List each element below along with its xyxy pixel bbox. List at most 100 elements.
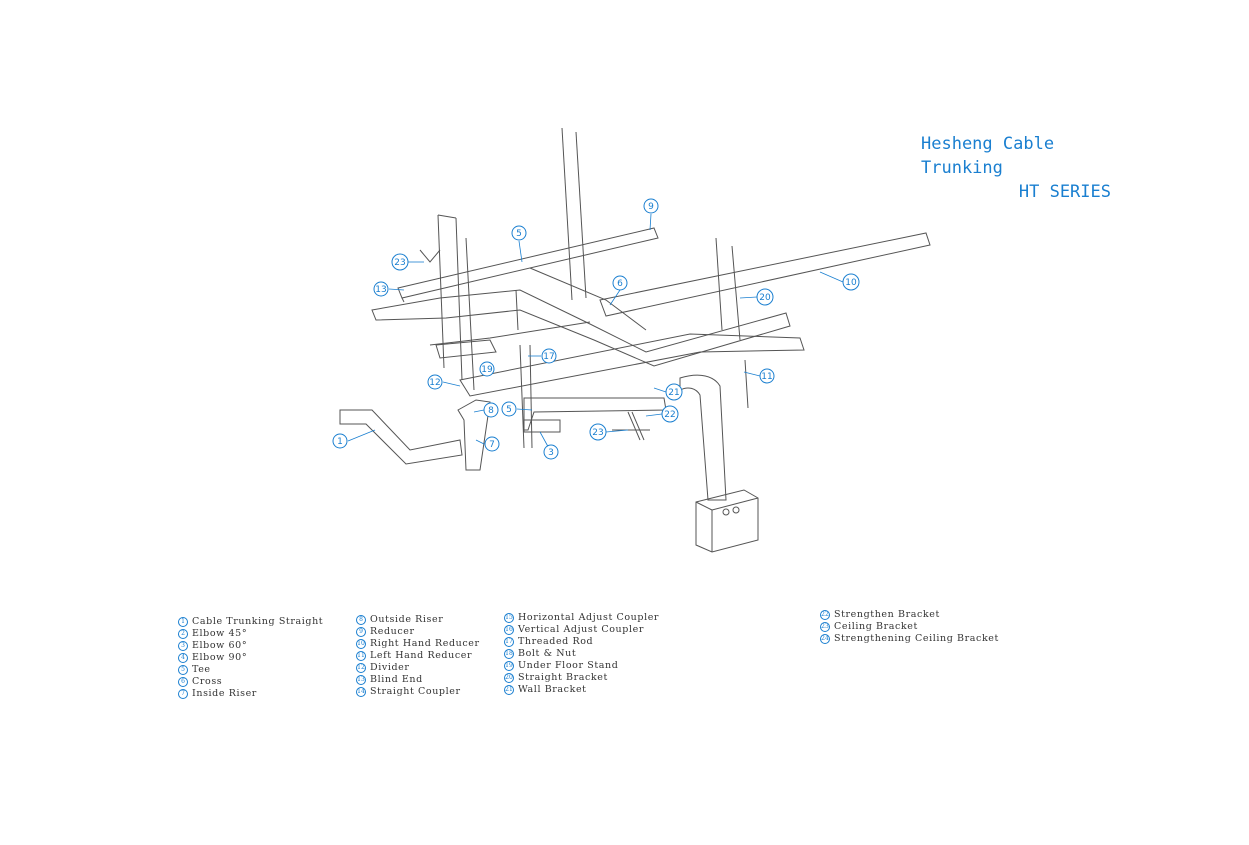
callout-label: 3	[548, 448, 554, 458]
callout-label: 23	[592, 428, 603, 438]
legend-item-label: Ceiling Bracket	[834, 621, 918, 632]
legend-item-label: Vertical Adjust Coupler	[518, 624, 644, 635]
legend-item-number: 17	[504, 637, 514, 647]
legend-item-label: Threaded Rod	[518, 636, 594, 647]
legend-item-number: 21	[504, 685, 514, 695]
legend-item: 13 Blind End	[356, 674, 480, 686]
legend-item: 14 Straight Coupler	[356, 686, 480, 698]
legend-item-label: Inside Riser	[192, 688, 257, 699]
callout-label: 7	[489, 440, 495, 450]
legend-item-label: Horizontal Adjust Coupler	[518, 612, 660, 623]
callout-19: 19	[479, 361, 495, 377]
legend-item-number: 14	[356, 687, 366, 697]
legend-item-label: Tee	[192, 664, 211, 675]
callout-markers: 1 3 5 5 6 7 8 9 10 11 12 13 17 19 20 21 …	[332, 198, 860, 460]
callout-6: 6	[612, 275, 628, 291]
legend-item: 7 Inside Riser	[178, 688, 323, 700]
callout-13: 13	[373, 281, 389, 297]
legend-item: 19 Under Floor Stand	[504, 660, 659, 672]
legend-item-number: 13	[356, 675, 366, 685]
callout-label: 21	[668, 388, 679, 398]
legend-item-number: 18	[504, 649, 514, 659]
legend-item-label: Elbow 60°	[192, 640, 248, 651]
legend-item: 22 Strengthen Bracket	[820, 609, 999, 621]
legend-item: 17 Threaded Rod	[504, 636, 659, 648]
callout-8: 8	[483, 402, 499, 418]
callout-21: 21	[665, 383, 683, 401]
legend-item-number: 6	[178, 677, 188, 687]
callout-1: 1	[332, 433, 348, 449]
callout-label: 12	[429, 378, 440, 388]
callout-7: 7	[484, 436, 500, 452]
legend-item-number: 10	[356, 639, 366, 649]
legend-item: 6 Cross	[178, 676, 323, 688]
legend-item-number: 4	[178, 653, 188, 663]
callout-label: 17	[543, 352, 554, 362]
legend-item-label: Reducer	[370, 626, 415, 637]
legend-item-label: Left Hand Reducer	[370, 650, 473, 661]
callout-17: 17	[541, 348, 557, 364]
legend-item-label: Cable Trunking Straight	[192, 616, 324, 627]
callout-10: 10	[842, 273, 860, 291]
callout-23: 23	[589, 423, 607, 441]
legend-item-number: 24	[820, 634, 830, 644]
callout-label: 8	[488, 406, 494, 416]
legend-item: 1 Cable Trunking Straight	[178, 616, 323, 628]
legend-item: 9 Reducer	[356, 626, 480, 638]
legend-item-label: Straight Bracket	[518, 672, 608, 683]
legend-item-label: Elbow 45°	[192, 628, 248, 639]
legend-item-number: 11	[356, 651, 366, 661]
callout-22: 22	[661, 405, 679, 423]
callout-20: 20	[756, 288, 774, 306]
callout-label: 6	[617, 279, 623, 289]
legend-item-label: Strengthen Bracket	[834, 609, 940, 620]
legend-item-number: 1	[178, 617, 188, 627]
legend-item-label: Cross	[192, 676, 223, 687]
legend-item-number: 19	[504, 661, 514, 671]
legend-item-label: Right Hand Reducer	[370, 638, 480, 649]
legend-item-number: 2	[178, 629, 188, 639]
callout-label: 5	[506, 405, 512, 415]
legend-item-label: Blind End	[370, 674, 423, 685]
legend-column: 8 Outside Riser 9 Reducer 10 Right Hand Reduc…	[356, 614, 480, 698]
callout-label: 19	[481, 365, 493, 375]
legend-item-number: 15	[504, 613, 514, 623]
legend-item-label: Strengthening Ceiling Bracket	[834, 633, 999, 644]
legend-item: 24 Strengthening Ceiling Bracket	[820, 633, 999, 645]
callout-label: 5	[516, 229, 522, 239]
callout-label: 13	[375, 285, 386, 295]
callout-5: 5	[501, 401, 517, 417]
legend-item: 11 Left Hand Reducer	[356, 650, 480, 662]
callout-label: 1	[337, 437, 343, 447]
legend-item-number: 22	[820, 610, 830, 620]
callout-label: 23	[394, 258, 405, 268]
legend-item-label: Straight Coupler	[370, 686, 461, 697]
callout-leaders	[347, 213, 844, 453]
legend-item-label: Wall Bracket	[518, 684, 587, 695]
callout-5: 5	[511, 225, 527, 241]
callout-9: 9	[643, 198, 659, 214]
callout-3: 3	[543, 444, 559, 460]
legend-item-number: 23	[820, 622, 830, 632]
legend-item-label: Bolt & Nut	[518, 648, 577, 659]
legend-item: 8 Outside Riser	[356, 614, 480, 626]
legend-item-label: Under Floor Stand	[518, 660, 619, 671]
legend-item-number: 12	[356, 663, 366, 673]
legend-item-number: 8	[356, 615, 366, 625]
callout-label: 9	[648, 202, 654, 212]
legend-item: 18 Bolt & Nut	[504, 648, 659, 660]
callout-12: 12	[427, 374, 443, 390]
legend-item-label: Outside Riser	[370, 614, 444, 625]
legend-item-number: 9	[356, 627, 366, 637]
legend-item: 21 Wall Bracket	[504, 684, 659, 696]
legend-item-number: 7	[178, 689, 188, 699]
